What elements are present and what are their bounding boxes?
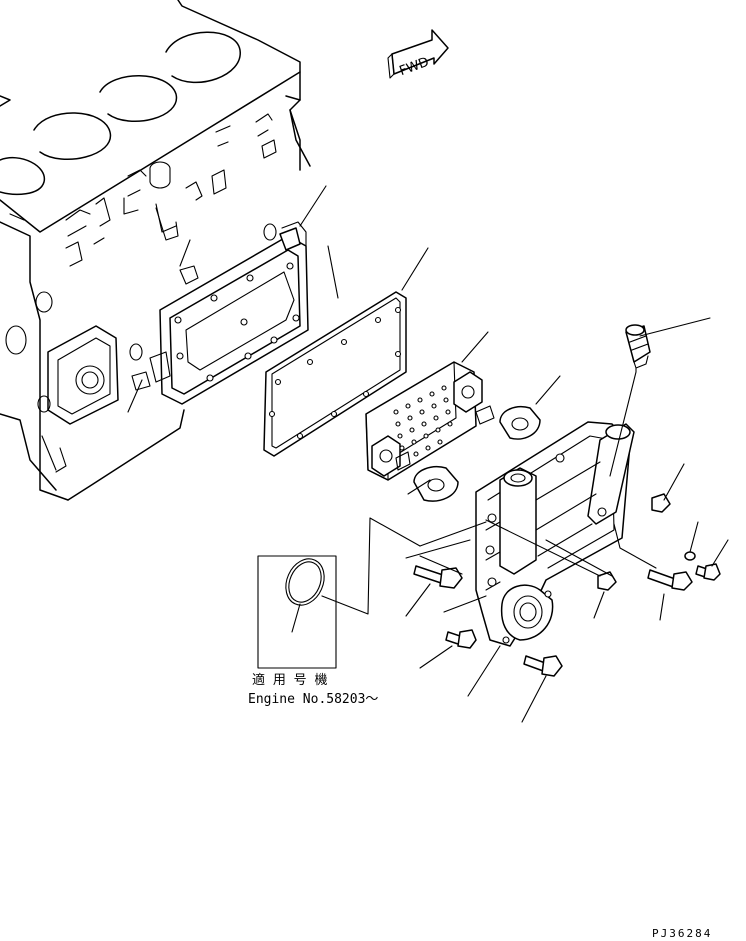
bolt-left-long: [413, 565, 463, 589]
cooler-core-fins: [393, 385, 453, 457]
flange-gasket-upper: [499, 406, 541, 440]
cooler-core: [365, 361, 495, 481]
cooler-mount-face: [149, 221, 309, 405]
washer-right: [684, 551, 696, 561]
cooler-gasket: [263, 291, 407, 457]
applicability-engine-no: Engine No.58203～: [248, 692, 378, 707]
nut-right-upper: [651, 493, 671, 513]
fwd-direction-marker: FWD: [387, 29, 449, 79]
stud-block: [279, 227, 301, 251]
o-ring-detail-box: [257, 555, 337, 669]
applicability-title: 適 用 号 機: [252, 672, 327, 688]
drawing-code: PJ36284: [652, 927, 712, 940]
drain-plug-cap: [625, 324, 651, 369]
bolt-right-short: [695, 563, 721, 581]
bolt-left-short: [445, 629, 477, 649]
cooler-cover-housing: [475, 421, 635, 647]
engine-block: [0, 0, 311, 501]
flange-gasket-lower: [413, 466, 459, 502]
bolt-right-long: [647, 569, 693, 591]
bolt-housing-center: [597, 571, 617, 591]
bolt-bottom: [523, 655, 563, 677]
leader-lines: [127, 185, 729, 723]
